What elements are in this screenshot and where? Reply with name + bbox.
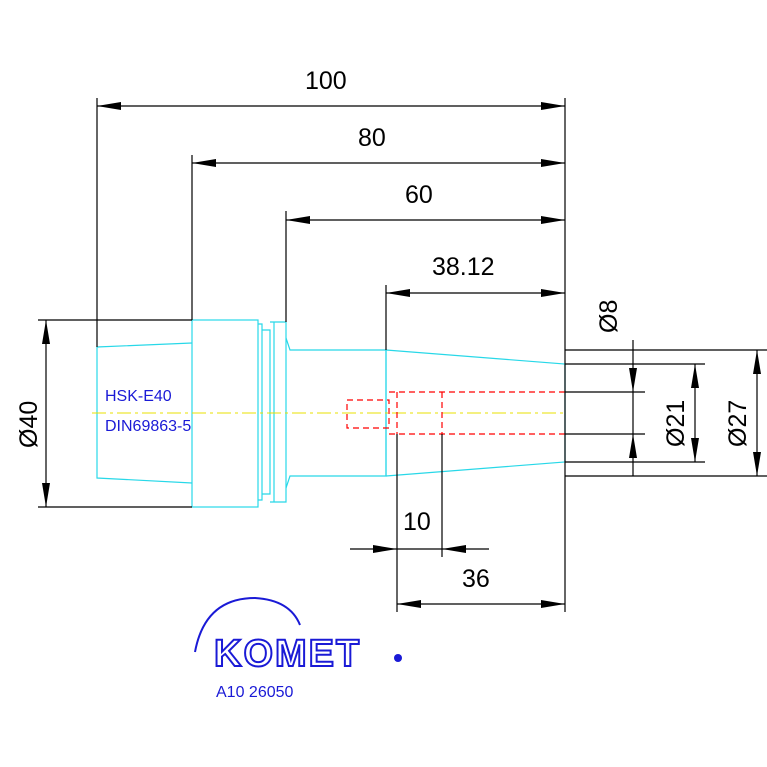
dimension-dia-27: Ø27	[724, 400, 752, 447]
dimension-dia-40: Ø40	[15, 401, 43, 448]
groove-flange	[258, 323, 263, 501]
dimension-80: 80	[358, 124, 386, 152]
logo-arc	[194, 596, 301, 653]
dimension-dia-8: Ø8	[595, 300, 623, 333]
dimension-36: 36	[462, 565, 490, 593]
dimension-lines	[38, 98, 767, 612]
standard-label: DIN69863-5	[105, 418, 191, 435]
interface-label: HSK-E40	[105, 388, 172, 405]
logo-wordmark: KOMET	[214, 633, 361, 675]
komet-logo: KOMET	[194, 596, 402, 676]
groove-flange-2	[262, 329, 271, 495]
dimension-10: 10	[403, 508, 431, 536]
registered-mark-icon	[394, 654, 402, 662]
hidden-bore	[346, 391, 565, 435]
dimension-dia-21: Ø21	[662, 400, 690, 447]
dimension-100: 100	[305, 67, 347, 95]
dimension-38-12: 38.12	[432, 253, 495, 281]
groove-flange-3	[270, 321, 287, 503]
article-number: A10 26050	[216, 684, 294, 701]
dimension-60: 60	[405, 181, 433, 209]
thread-hole	[346, 399, 390, 429]
